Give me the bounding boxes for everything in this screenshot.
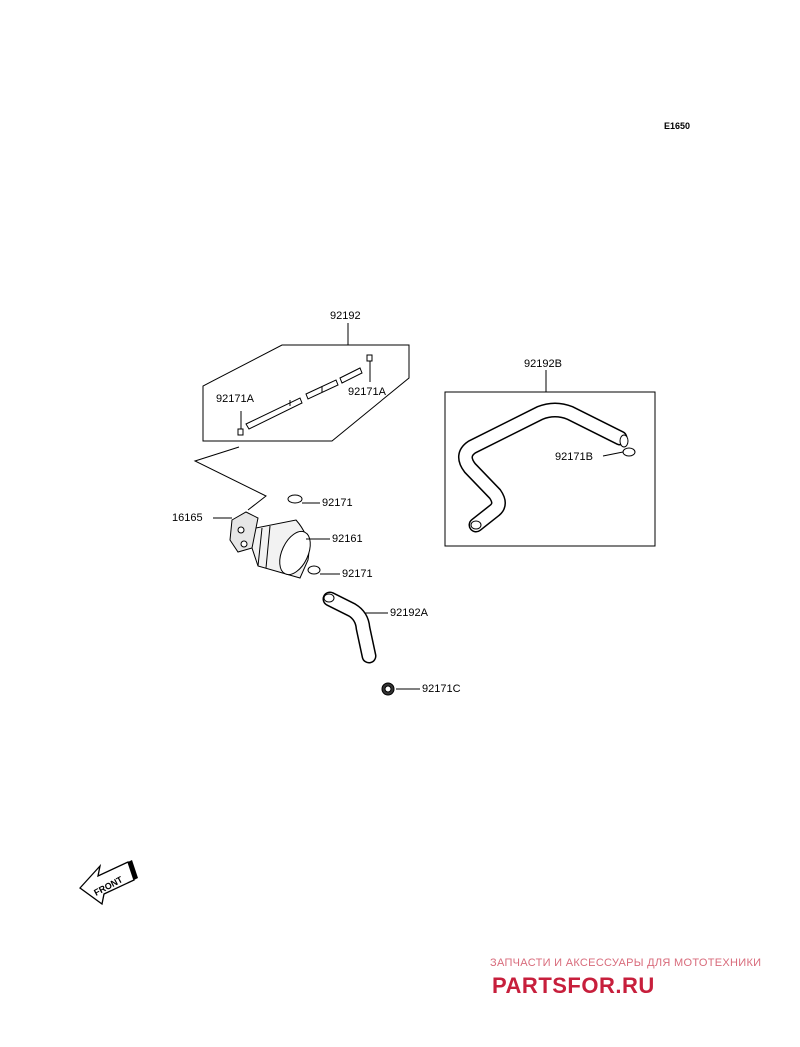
clamp-92171C-group: 92171C (381, 682, 461, 696)
label-92171B: 92171B (555, 451, 593, 463)
label-92171-bottom: 92171 (342, 568, 373, 580)
hose-92192A-group: 92192A (322, 591, 429, 664)
clamp-92171B (622, 447, 636, 457)
group-box-92192 (202, 323, 410, 442)
label-92171A-left: 92171A (216, 393, 255, 405)
watermark-brand: PARTSFOR.RU (492, 973, 655, 998)
hose-92192B-group: 92192B 92171B (444, 358, 656, 547)
hose-92192-group: 92192 92171A 92171A (202, 310, 410, 442)
canister-assembly: 16165 92161 92171 92171 (172, 494, 373, 580)
leader-92171B (602, 451, 624, 457)
label-92161: 92161 (332, 533, 363, 545)
label-92192: 92192 (330, 310, 361, 322)
hose-92192 (245, 367, 363, 430)
diagram-code: E1650 (664, 121, 690, 131)
front-arrow-icon: FRONT (79, 860, 138, 906)
label-92171C: 92171C (422, 683, 461, 695)
hose-92192B-end-bottom (470, 520, 482, 530)
connector-leader (193, 446, 267, 511)
watermark: ЗАПЧАСТИ И АКСЕССУАРЫ ДЛЯ МОТОТЕХНИКИ PA… (490, 957, 761, 998)
label-16165: 16165 (172, 512, 203, 524)
clamp-92171A-right (366, 354, 373, 362)
clamp-92171-bottom (307, 565, 321, 575)
label-92192A: 92192A (390, 607, 429, 619)
hose-92192B-end-top (619, 434, 629, 448)
group-box-92192B (444, 370, 656, 547)
label-92171A-right: 92171A (348, 386, 387, 398)
clamp-92171A-left (237, 428, 244, 436)
label-92192B: 92192B (524, 358, 562, 370)
watermark-tagline: ЗАПЧАСТИ И АКСЕССУАРЫ ДЛЯ МОТОТЕХНИКИ (490, 957, 761, 969)
bracket-16165 (229, 511, 259, 553)
clamp-92171-top (287, 494, 303, 504)
label-92171-top: 92171 (322, 497, 353, 509)
